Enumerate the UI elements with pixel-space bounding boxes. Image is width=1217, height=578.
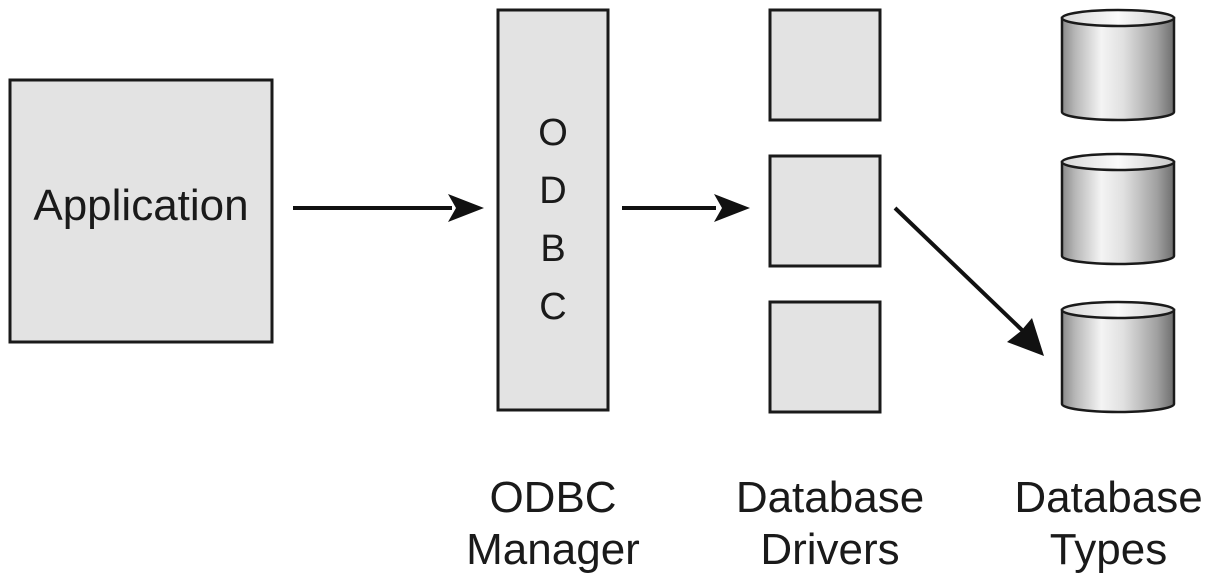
odbc-letter-c: C bbox=[539, 286, 567, 328]
odbc-letter-b: B bbox=[540, 228, 566, 270]
database-drivers-caption-line-1: Database bbox=[735, 473, 925, 522]
odbc-manager-caption-line-1: ODBC bbox=[489, 473, 617, 522]
application-label: Application bbox=[33, 181, 249, 230]
odbc-manager-box bbox=[496, 8, 610, 412]
arrow-application-to-odbc bbox=[293, 194, 484, 222]
database-types-caption-line-2: Types bbox=[1049, 525, 1168, 574]
database-drivers-caption-line-2: Drivers bbox=[760, 525, 900, 574]
application-box bbox=[8, 78, 274, 344]
odbc-manager-caption: ODBC Manager bbox=[440, 472, 666, 576]
database-cylinder-2 bbox=[1060, 152, 1176, 266]
database-cylinder-1 bbox=[1060, 8, 1176, 122]
odbc-letter-o: O bbox=[538, 112, 568, 154]
database-types-caption: Database Types bbox=[1000, 472, 1217, 576]
odbc-manager-caption-line-2: Manager bbox=[466, 525, 640, 574]
database-driver-box-2 bbox=[768, 154, 882, 268]
arrow-odbc-to-driver bbox=[622, 194, 750, 222]
arrow-driver-to-database bbox=[893, 206, 1044, 356]
database-types-caption-line-1: Database bbox=[1014, 473, 1203, 522]
odbc-letter-d: D bbox=[539, 170, 567, 212]
database-driver-box-1 bbox=[768, 8, 882, 122]
database-drivers-caption: Database Drivers bbox=[710, 472, 950, 576]
odbc-vertical-label: O D B C bbox=[498, 104, 608, 336]
database-driver-box-3 bbox=[768, 300, 882, 414]
database-cylinder-3 bbox=[1060, 300, 1176, 414]
